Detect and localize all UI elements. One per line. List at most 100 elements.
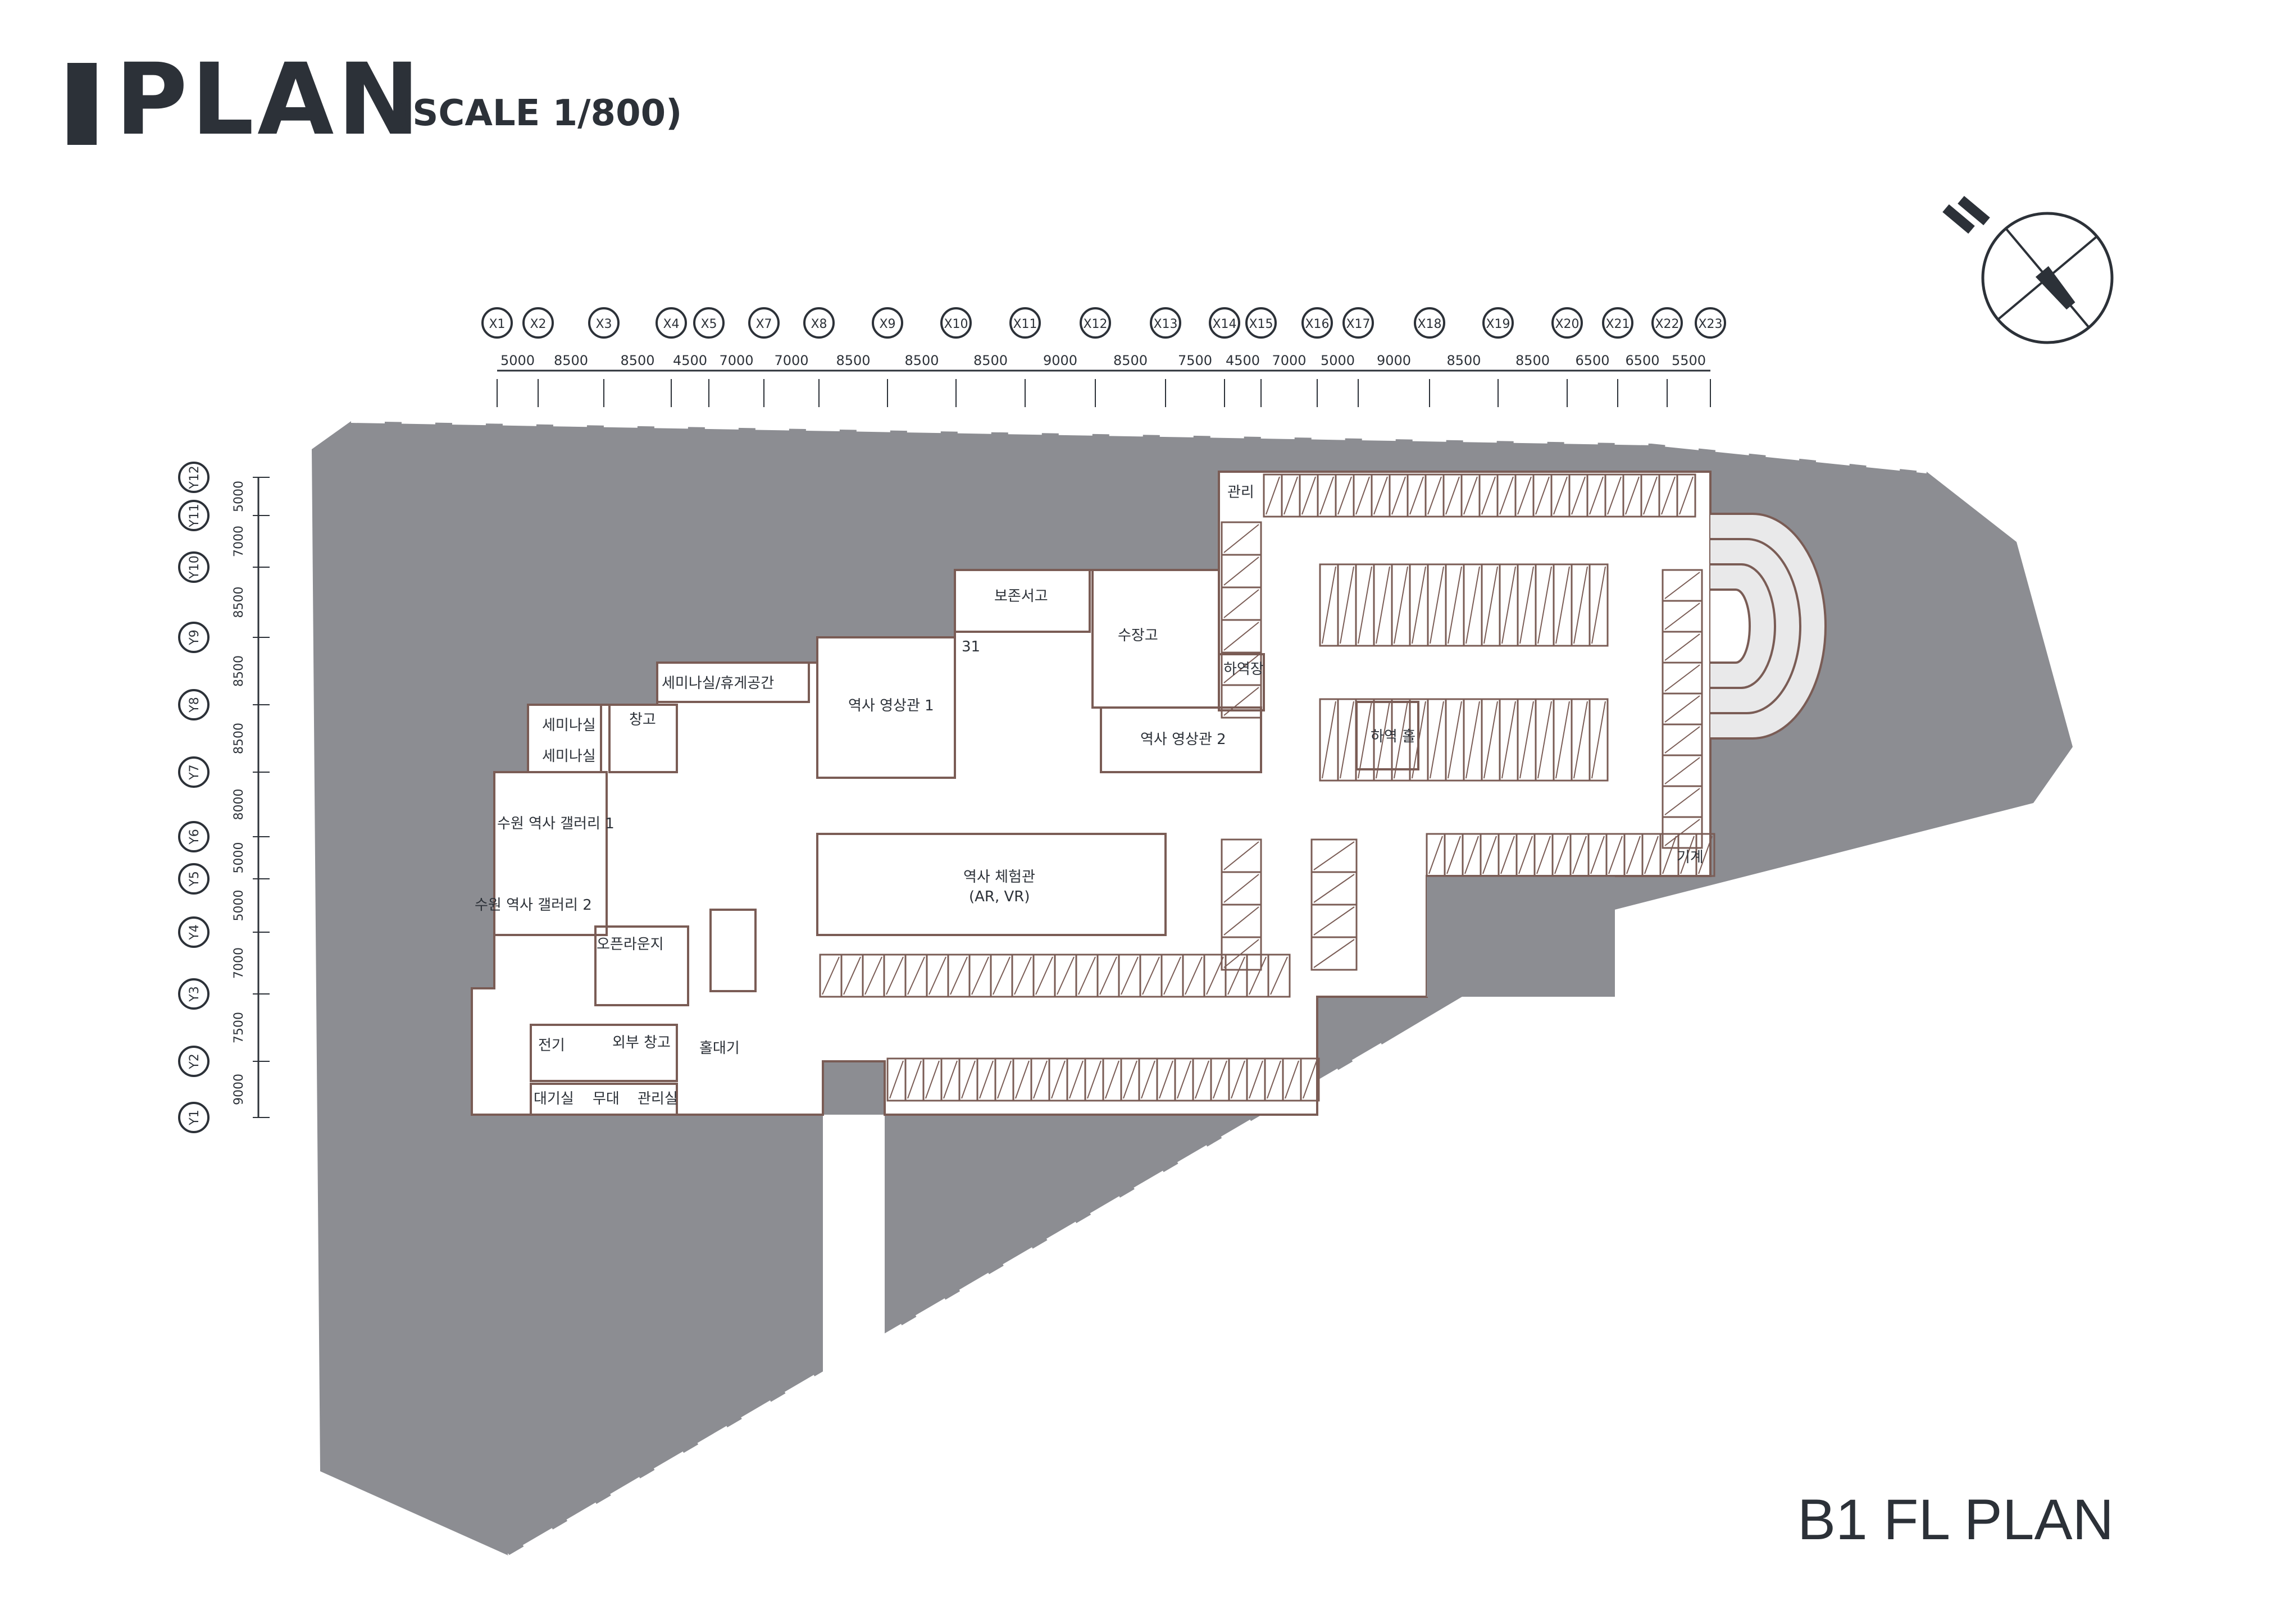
x-grid-bubble: [1150, 307, 1181, 339]
y-grid-label: Y7: [188, 764, 202, 780]
x-grid-bubble: [748, 307, 780, 339]
x-spacing-label: 4500: [673, 353, 707, 368]
x-spacing-label: 8500: [973, 353, 1008, 368]
y-grid-bubble: [178, 622, 210, 653]
parking-stall: [1695, 833, 1715, 877]
room-theater-1: 역사 영상관 1: [848, 697, 934, 714]
x-grid-label: X18: [1417, 317, 1441, 331]
x-grid-label: X12: [1083, 317, 1107, 331]
room-waiting: 대기실: [534, 1091, 574, 1107]
room-theater-2: 역사 영상관 2: [1140, 731, 1226, 748]
parking-stall: [1676, 473, 1696, 518]
x-spacing-label: 8500: [554, 353, 588, 368]
parking-stall: [1662, 816, 1703, 849]
x-grid-bubble: [481, 307, 513, 339]
x-grid-label: X15: [1249, 317, 1273, 331]
y-grid-bubble: [178, 462, 210, 493]
x-spacing-label: 6500: [1625, 353, 1659, 368]
y-spacing-label: 8500: [232, 655, 246, 687]
y-grid-bubble: [178, 1046, 210, 1077]
y-grid-label: Y1: [188, 1110, 202, 1125]
x-grid-label: X4: [663, 317, 679, 331]
y-spacing-label: 9000: [232, 1074, 246, 1105]
y-spacing-label: 8000: [232, 789, 246, 820]
y-grid-label: Y11: [188, 504, 202, 527]
x-spacing-label: 5000: [500, 353, 535, 368]
x-spacing-label: 9000: [1043, 353, 1077, 368]
room-experience-sub: (AR, VR): [969, 888, 1030, 905]
x-spacing-label: 8500: [1515, 353, 1550, 368]
x-grid-bubble: [1301, 307, 1333, 339]
x-grid-bubble: [1245, 307, 1277, 339]
x-spacing-label: 8500: [1113, 353, 1148, 368]
room-experience: 역사 체험관: [963, 869, 1035, 886]
x-grid-label: X13: [1153, 317, 1177, 331]
y-grid-label: Y9: [188, 629, 202, 645]
x-spacing-label: 8500: [904, 353, 939, 368]
y-grid-bubble: [178, 756, 210, 788]
parking-stall: [1267, 954, 1291, 998]
y-grid-label: Y2: [188, 1053, 202, 1069]
x-grid-bubble: [1080, 307, 1111, 339]
x-grid-bubble: [522, 307, 554, 339]
y-grid-bubble: [178, 689, 210, 720]
x-grid-bubble: [588, 307, 620, 339]
x-spacing-label: 9000: [1377, 353, 1411, 368]
y-grid-bubble: [178, 821, 210, 852]
x-grid-bubble: [1551, 307, 1583, 339]
x-spacing-label: 8500: [620, 353, 654, 368]
room-seminar-lounge: 세미나실/휴게공간: [662, 675, 774, 692]
x-grid-label: X22: [1655, 317, 1679, 331]
x-grid-label: X19: [1486, 317, 1510, 331]
y-grid-label: Y3: [188, 986, 202, 1002]
room-storage: 창고: [629, 711, 656, 728]
x-grid-bubble: [1602, 307, 1633, 339]
parking-stall: [1300, 1057, 1320, 1102]
x-grid-bubble: [693, 307, 725, 339]
y-spacing-label: 5000: [232, 481, 246, 512]
x-grid-label: X16: [1305, 317, 1329, 331]
north-arrow-icon: [1942, 195, 2114, 344]
x-grid-bubble: [1482, 307, 1514, 339]
parking-stall: [1221, 684, 1262, 719]
x-spacing-label: 7000: [719, 353, 753, 368]
y-spacing-label: 7000: [232, 947, 246, 979]
x-grid-bubble: [1695, 307, 1726, 339]
room-loading: 하역장: [1223, 661, 1264, 678]
x-grid-label: X7: [755, 317, 772, 331]
x-grid-label: X1: [489, 317, 505, 331]
x-grid-bubble: [803, 307, 835, 339]
y-spacing-label: 5000: [232, 842, 246, 874]
scale-label: (SCALE 1/800): [396, 93, 682, 134]
x-spacing-label: 8500: [1446, 353, 1481, 368]
y-grid-label: Y4: [188, 924, 202, 940]
x-spacing-label: 6500: [1575, 353, 1609, 368]
y-spacing-label: 7000: [232, 526, 246, 557]
x-spacing-label: 5500: [1672, 353, 1706, 368]
x-grid-label: X11: [1013, 317, 1037, 331]
room-gallery-1: 수원 역사 갤러리 1: [497, 815, 615, 832]
site-boundary-dashed: [351, 419, 1927, 473]
y-grid-label: Y5: [188, 871, 202, 887]
x-grid-bubble: [940, 307, 972, 339]
room-control: 관리실: [638, 1091, 678, 1107]
room-lounge: 오픈라운지: [597, 936, 664, 953]
y-grid-bubble: [178, 551, 210, 583]
x-grid-bubble: [1651, 307, 1683, 339]
x-spacing-label: 4500: [1226, 353, 1260, 368]
y-grid-bubble: [178, 500, 210, 531]
y-grid-bubble: [178, 916, 210, 948]
x-spacing-label: 7500: [1178, 353, 1212, 368]
parking-stalls: [819, 473, 1715, 1102]
x-grid-bubble: [872, 307, 903, 339]
room-mech: 기계: [1677, 849, 1704, 866]
room-conservation: 보존서고: [994, 588, 1048, 605]
y-spacing-label: 8500: [232, 587, 246, 618]
room-seminar-b: 세미나실: [542, 748, 596, 765]
y-grid-label: Y8: [188, 697, 202, 713]
room-elevator-hall: 홀대기: [699, 1040, 740, 1057]
y-spacing-label: 7500: [232, 1012, 246, 1043]
x-grid-label: X9: [879, 317, 895, 331]
